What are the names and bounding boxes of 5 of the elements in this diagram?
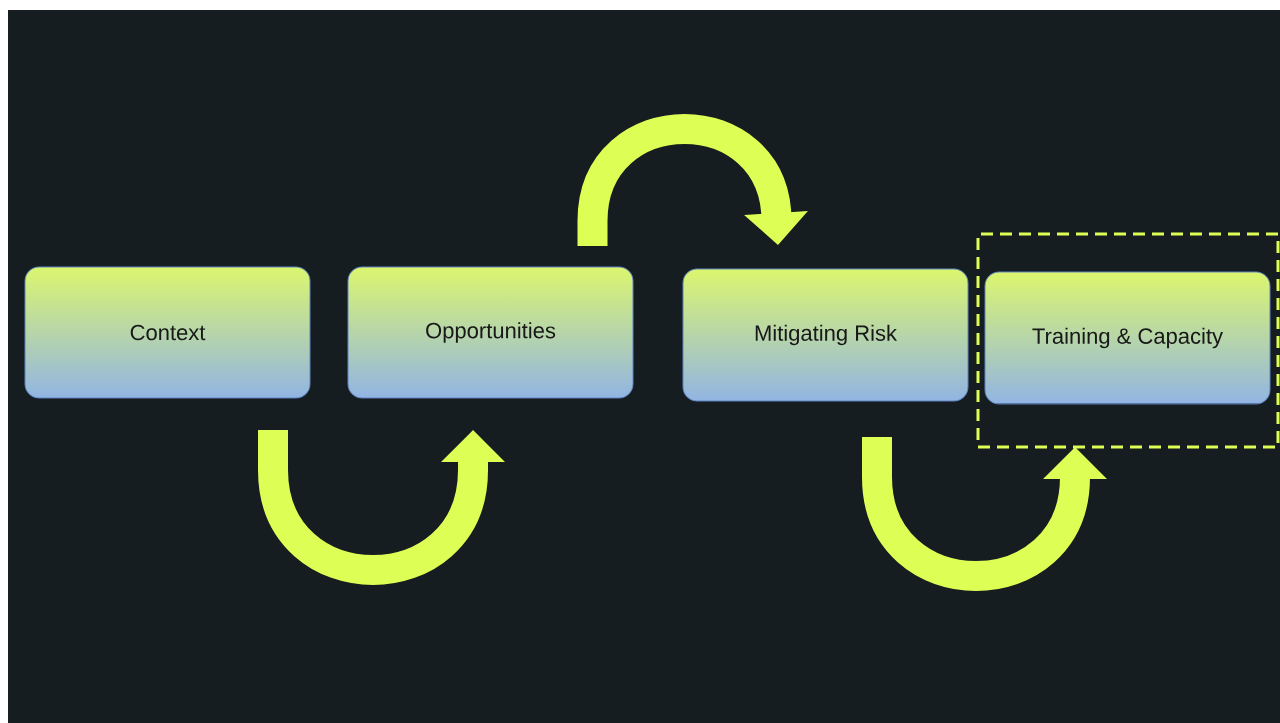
process-box: Opportunities bbox=[347, 266, 634, 399]
highlight-frame bbox=[976, 232, 1280, 449]
process-box: Context bbox=[24, 266, 311, 399]
process-box: Training & Capacity bbox=[984, 271, 1271, 405]
process-box: Mitigating Risk bbox=[682, 268, 969, 402]
